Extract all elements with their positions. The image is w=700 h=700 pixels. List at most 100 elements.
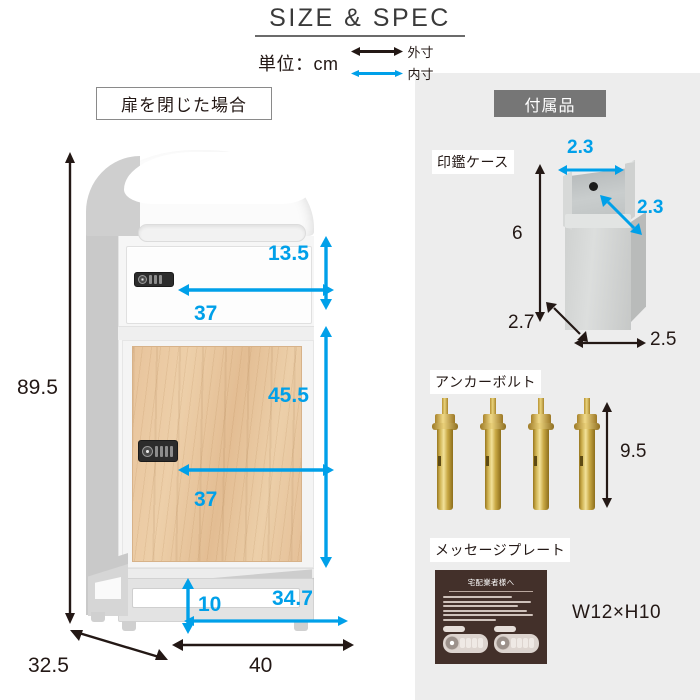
message-plate-size: W12×H10 xyxy=(572,602,662,623)
lower-inner-width-arrow xyxy=(178,464,334,476)
mailbox-hood-top xyxy=(124,152,310,204)
case-base-depth-label: 2.7 xyxy=(508,312,535,333)
bolt-stud xyxy=(442,398,448,416)
foot xyxy=(91,612,105,622)
exterior-arrow-icon xyxy=(350,47,403,56)
plate-lock-body xyxy=(494,633,539,653)
lock-dial xyxy=(154,275,157,284)
mail-slot xyxy=(138,224,306,242)
case-base-width-label: 2.5 xyxy=(650,329,677,350)
plate-lock-caption xyxy=(494,625,516,632)
width-label: 40 xyxy=(249,654,273,677)
plate-text-line xyxy=(443,618,496,621)
case-top-width-label: 2.3 xyxy=(567,137,594,158)
depth-label: 32.5 xyxy=(28,654,69,677)
lock-dial xyxy=(160,445,163,457)
anchor-bolt xyxy=(432,398,458,510)
lock-dial xyxy=(149,275,152,284)
case-inner-depth-label: 2.3 xyxy=(637,197,664,218)
anchor-bolt-length-label: 9.5 xyxy=(620,441,647,462)
plate-lock-body xyxy=(443,633,488,653)
depth-arrow xyxy=(70,630,168,660)
bolt-shaft xyxy=(579,429,595,510)
bolt-washer xyxy=(480,423,506,430)
bolt-nut xyxy=(435,414,455,425)
case-wall-left xyxy=(563,171,572,230)
bolt-slot xyxy=(534,456,537,466)
case-height-arrow xyxy=(535,164,545,322)
total-height-arrow xyxy=(65,152,75,624)
legend-exterior-label: 外寸 xyxy=(407,45,434,60)
plate-title: 宅配業者様へ xyxy=(449,577,533,592)
unit-legend: 単位：cm 外寸 内寸 xyxy=(258,42,434,83)
plate-lock-button xyxy=(466,638,471,648)
case-front xyxy=(565,222,631,330)
lower-inner-height-arrow xyxy=(320,326,332,568)
bolt-shaft xyxy=(485,429,501,510)
case-base-width-arrow xyxy=(574,338,646,348)
upper-inner-width-label: 37 xyxy=(194,302,218,325)
mailbox-illustration xyxy=(86,150,336,635)
plate-text-line xyxy=(443,600,532,603)
legend-exterior: 外寸 xyxy=(350,42,434,61)
front-leg-opening xyxy=(132,588,300,608)
lock-dial xyxy=(170,445,173,457)
bolt-stud xyxy=(584,398,590,416)
inner-bottom-width-arrow xyxy=(184,616,348,626)
title-underline xyxy=(255,34,465,37)
case-wall-right xyxy=(625,160,635,224)
plate-text-line xyxy=(443,614,534,616)
case-hole xyxy=(589,182,598,191)
case-right-face xyxy=(631,212,646,322)
bolt-shaft xyxy=(533,429,549,510)
page-title: SIZE & SPEC xyxy=(269,4,451,32)
lock-dial-knob xyxy=(142,445,153,457)
unit-label: 単位：cm xyxy=(258,53,339,74)
anchor-bolts-illustration xyxy=(432,398,600,510)
legend-interior: 内寸 xyxy=(350,64,434,83)
upper-inner-height-arrow xyxy=(320,236,332,310)
mailbox-divider xyxy=(118,326,314,340)
anchor-bolt xyxy=(574,398,600,510)
case-base-depth-arrow xyxy=(546,302,588,342)
upper-inner-height-label: 13.5 xyxy=(268,242,309,265)
bolt-washer xyxy=(574,423,600,430)
plate-lock-diagram xyxy=(494,625,539,653)
case-top-width-arrow xyxy=(558,165,624,175)
interior-arrow-icon xyxy=(350,70,403,77)
plate-text-line xyxy=(443,609,528,612)
bolt-washer xyxy=(432,423,458,430)
case-height-label: 6 xyxy=(512,223,523,244)
accessories-header: 付属品 xyxy=(494,90,606,117)
bolt-slot xyxy=(486,456,489,466)
page-title-group: SIZE & SPEC xyxy=(255,4,465,37)
anchor-bolt-label: アンカーボルト xyxy=(430,370,541,394)
plate-lock-button xyxy=(523,638,528,648)
legend-arrows: 外寸 内寸 xyxy=(350,42,434,83)
plate-lock-button xyxy=(511,638,516,648)
bolt-nut xyxy=(531,414,551,425)
plate-lock-button xyxy=(472,638,477,648)
anchor-bolt xyxy=(480,398,506,510)
lower-combination-lock-icon xyxy=(138,440,178,462)
anchor-bolt-length-arrow xyxy=(602,402,612,508)
stamp-case-label: 印鑑ケース xyxy=(432,150,514,174)
stamp-case-illustration xyxy=(543,158,655,338)
bolt-shaft xyxy=(437,429,453,510)
plate-lock-diagram xyxy=(443,625,488,653)
leg-height-label: 10 xyxy=(198,593,222,616)
lock-dial xyxy=(165,445,168,457)
foot xyxy=(294,621,308,631)
lock-dial-knob xyxy=(138,275,147,284)
bolt-nut xyxy=(483,414,503,425)
total-height-label: 89.5 xyxy=(17,376,58,399)
lock-dial xyxy=(159,275,162,284)
plate-text-line xyxy=(443,596,513,598)
plate-text-line xyxy=(443,605,518,607)
bolt-washer xyxy=(528,423,554,430)
bolt-slot xyxy=(580,456,583,466)
anchor-bolt xyxy=(528,398,554,510)
lock-dial xyxy=(155,445,158,457)
bolt-nut xyxy=(577,414,597,425)
lower-inner-height-label: 45.5 xyxy=(268,384,309,407)
